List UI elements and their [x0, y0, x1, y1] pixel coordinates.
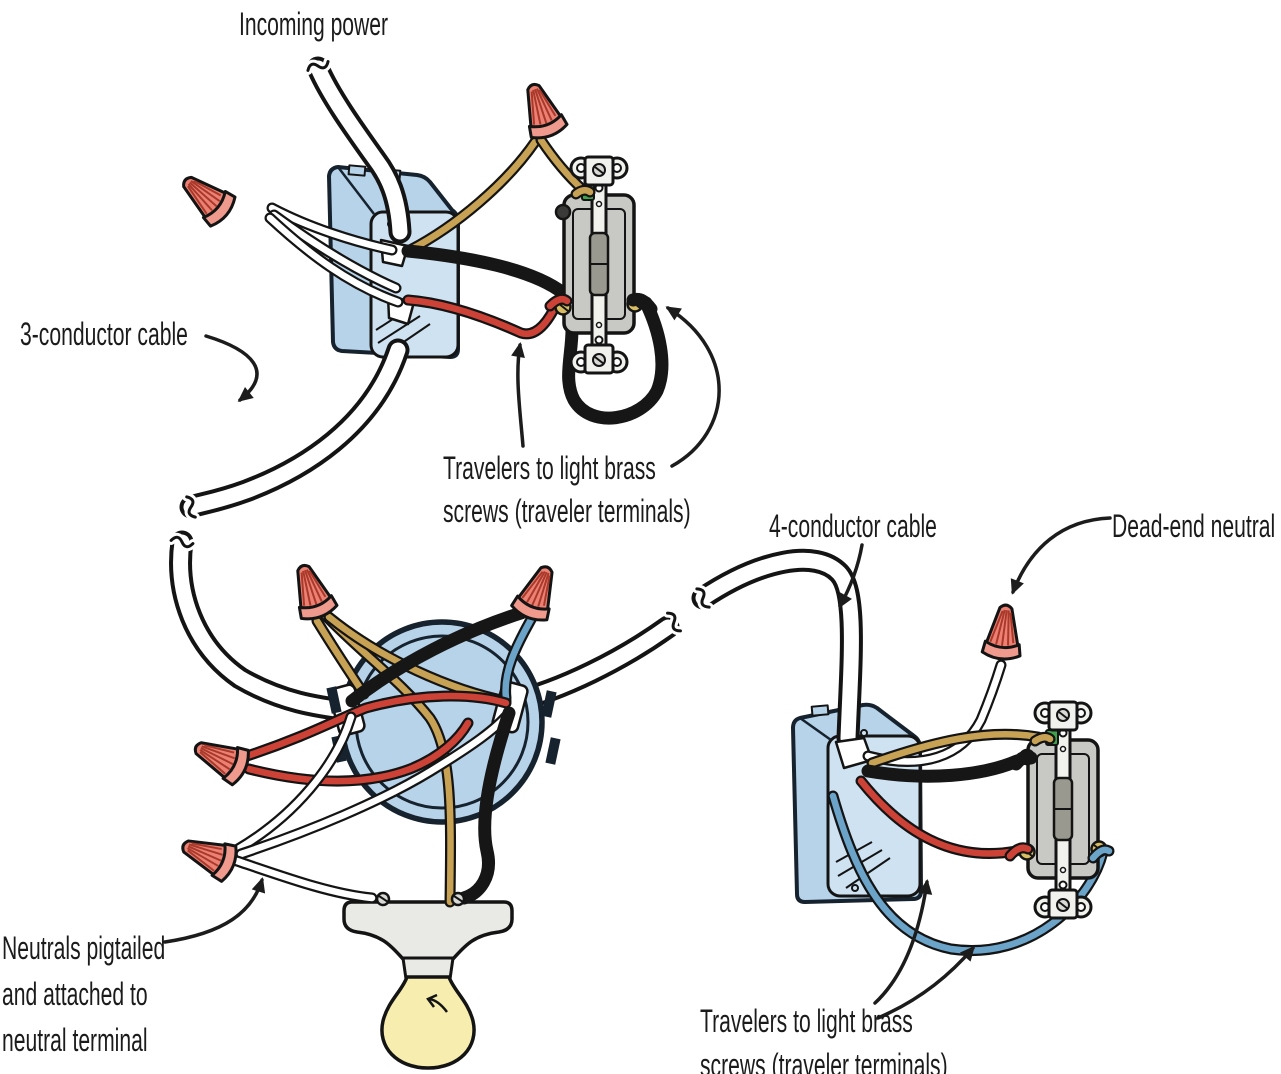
upper-switch-assembly — [171, 58, 669, 519]
annotation-arrows — [163, 306, 1112, 1020]
hook-black-1 — [626, 292, 658, 316]
wire-nut-ground-1 — [513, 76, 571, 144]
arrow-neutrals — [163, 877, 266, 944]
wire-red-traveler-2 — [855, 775, 1022, 860]
three-conductor-cable — [183, 338, 410, 519]
arrow-four-conductor — [838, 543, 864, 609]
label-dead-end-neutral: Dead-end neutral — [1112, 508, 1276, 544]
label-3-conductor-cable: 3-conductor cable — [20, 316, 188, 352]
four-conductor-cable — [694, 548, 863, 750]
ceiling-box-assembly — [171, 530, 684, 1070]
wire-white-pigtails-1 — [264, 202, 404, 308]
cable-from-switch-1 — [171, 530, 362, 723]
light-bulb — [380, 975, 476, 1070]
arrow-travelers-bottom-red — [873, 879, 933, 1005]
wire-red-pigtails-mid — [241, 690, 512, 787]
wire-nut-neutral-1 — [171, 164, 241, 231]
label-incoming-power: Incoming power — [239, 6, 389, 42]
wire-blue-traveler-mid — [500, 610, 539, 704]
light-fixture — [342, 900, 514, 1070]
label-neutrals-pigtailed: Neutrals pigtailed and attached to neutr… — [2, 930, 166, 1058]
fixture-plate — [342, 900, 514, 961]
wire-black-feed-mid — [345, 606, 528, 708]
label-travelers-top: Travelers to light brass screws (travele… — [443, 450, 691, 529]
arrow-travelers-top-red — [511, 342, 525, 448]
bulb-arrow-glyph — [426, 993, 448, 1013]
wire-red-traveler-1 — [402, 294, 563, 340]
wire-dead-end-neutral — [862, 659, 1007, 767]
wire-nut-dead-end — [980, 601, 1027, 663]
wire-nut-red — [186, 728, 255, 789]
hook-black-2 — [1009, 750, 1038, 771]
arrow-three-conductor — [204, 334, 259, 402]
incoming-power-cable — [306, 58, 412, 244]
arrow-travelers-top-black — [665, 306, 721, 468]
wire-white-pigtails-mid — [231, 707, 515, 904]
wire-black-to-lamp — [457, 706, 516, 905]
arrow-dead-end — [1010, 516, 1112, 595]
right-switch-assembly — [694, 548, 1115, 956]
arrow-travelers-bottom-blue — [876, 945, 975, 1020]
wire-black-traveler-1 — [401, 244, 669, 425]
label-4-conductor-cable: 4-conductor cable — [769, 508, 937, 544]
wire-ground-tan-2 — [866, 728, 1044, 769]
label-travelers-bottom: Travelers to light brass screws (travele… — [700, 1003, 948, 1074]
wire-black-2 — [861, 754, 1024, 783]
wire-nut-neutral-mid — [174, 826, 242, 885]
